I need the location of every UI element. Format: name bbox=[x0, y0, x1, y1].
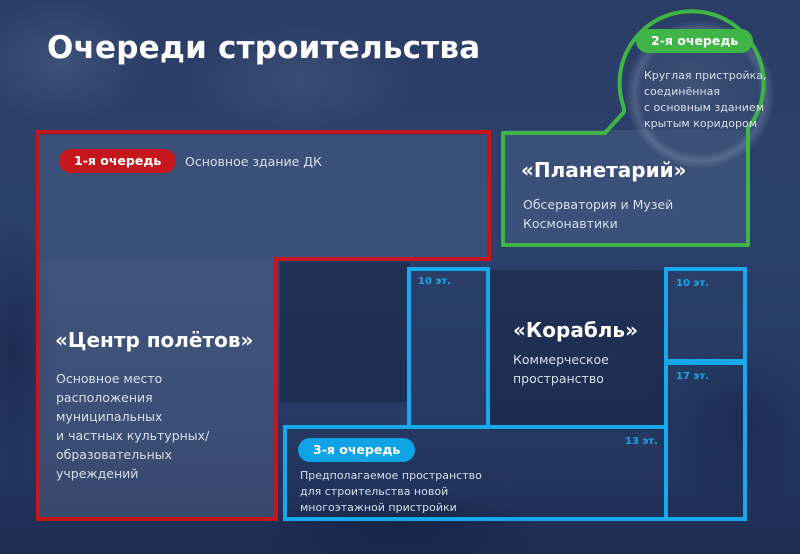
phase3-description-line: Предполагаемое пространство bbox=[300, 469, 482, 482]
phase1-name: «Центр полётов» bbox=[55, 328, 254, 352]
floors-left-tower: 10 эт. bbox=[418, 276, 451, 287]
roof-courtyard bbox=[280, 262, 410, 402]
phase3-description: Предполагаемое пространство для строител… bbox=[300, 468, 482, 516]
phase1-description-line: учреждений bbox=[56, 466, 139, 481]
phase3-base bbox=[283, 425, 668, 521]
phase2-description-line: Круглая пристройка, bbox=[644, 69, 767, 82]
phase3-description-line: для строительства новой bbox=[300, 485, 449, 498]
floors-base: 13 эт. bbox=[625, 436, 658, 447]
phase1-description-line: и частных культурных/ bbox=[56, 428, 210, 443]
phase1-badge: 1-я очередь bbox=[59, 149, 177, 173]
phase3-subtitle-line: Коммерческое bbox=[513, 352, 609, 367]
phase3-name: «Корабль» bbox=[513, 318, 638, 342]
phase3-right-bottom bbox=[664, 361, 747, 521]
phase2-outline bbox=[501, 9, 766, 247]
floors-right-top: 10 эт. bbox=[676, 278, 709, 289]
phase1-subtitle: Основное здание ДК bbox=[185, 154, 322, 169]
phase2-badge: 2-я очередь bbox=[636, 29, 754, 53]
phase1-description-line: расположения bbox=[56, 390, 153, 405]
roof-wing-left bbox=[40, 260, 275, 520]
phase2-description-line: с основным зданием bbox=[644, 101, 765, 114]
phase3-description-line: многоэтажной пристройки bbox=[300, 501, 457, 514]
phase1-outline bbox=[36, 130, 491, 521]
phase1-description-line: образовательных bbox=[56, 447, 173, 462]
phase1-description: Основное место расположения муниципальны… bbox=[56, 369, 209, 483]
phase2-description-line: крытым коридором bbox=[644, 117, 758, 130]
floors-right-bottom: 17 эт. bbox=[676, 371, 709, 382]
tree-area bbox=[490, 270, 665, 430]
phase1-description-line: муниципальных bbox=[56, 409, 163, 424]
phase2-description: Круглая пристройка, соединённая с основн… bbox=[644, 68, 767, 132]
phase2-name: «Планетарий» bbox=[521, 158, 687, 182]
phase1-description-line: Основное место bbox=[56, 371, 163, 386]
phase3-badge: 3-я очередь bbox=[298, 438, 416, 462]
phase3-subtitle-line: пространство bbox=[513, 371, 604, 386]
phase2-subtitle-line: Космонавтики bbox=[523, 216, 618, 231]
phase2-subtitle: Обсерватория и Музей Космонавтики bbox=[523, 195, 673, 233]
phase2-description-line: соединённая bbox=[644, 85, 721, 98]
phase3-left-tower bbox=[407, 267, 490, 429]
page-title: Очереди строительства bbox=[47, 30, 481, 66]
phase2-subtitle-line: Обсерватория и Музей bbox=[523, 197, 674, 212]
phase3-subtitle: Коммерческое пространство bbox=[513, 350, 609, 388]
